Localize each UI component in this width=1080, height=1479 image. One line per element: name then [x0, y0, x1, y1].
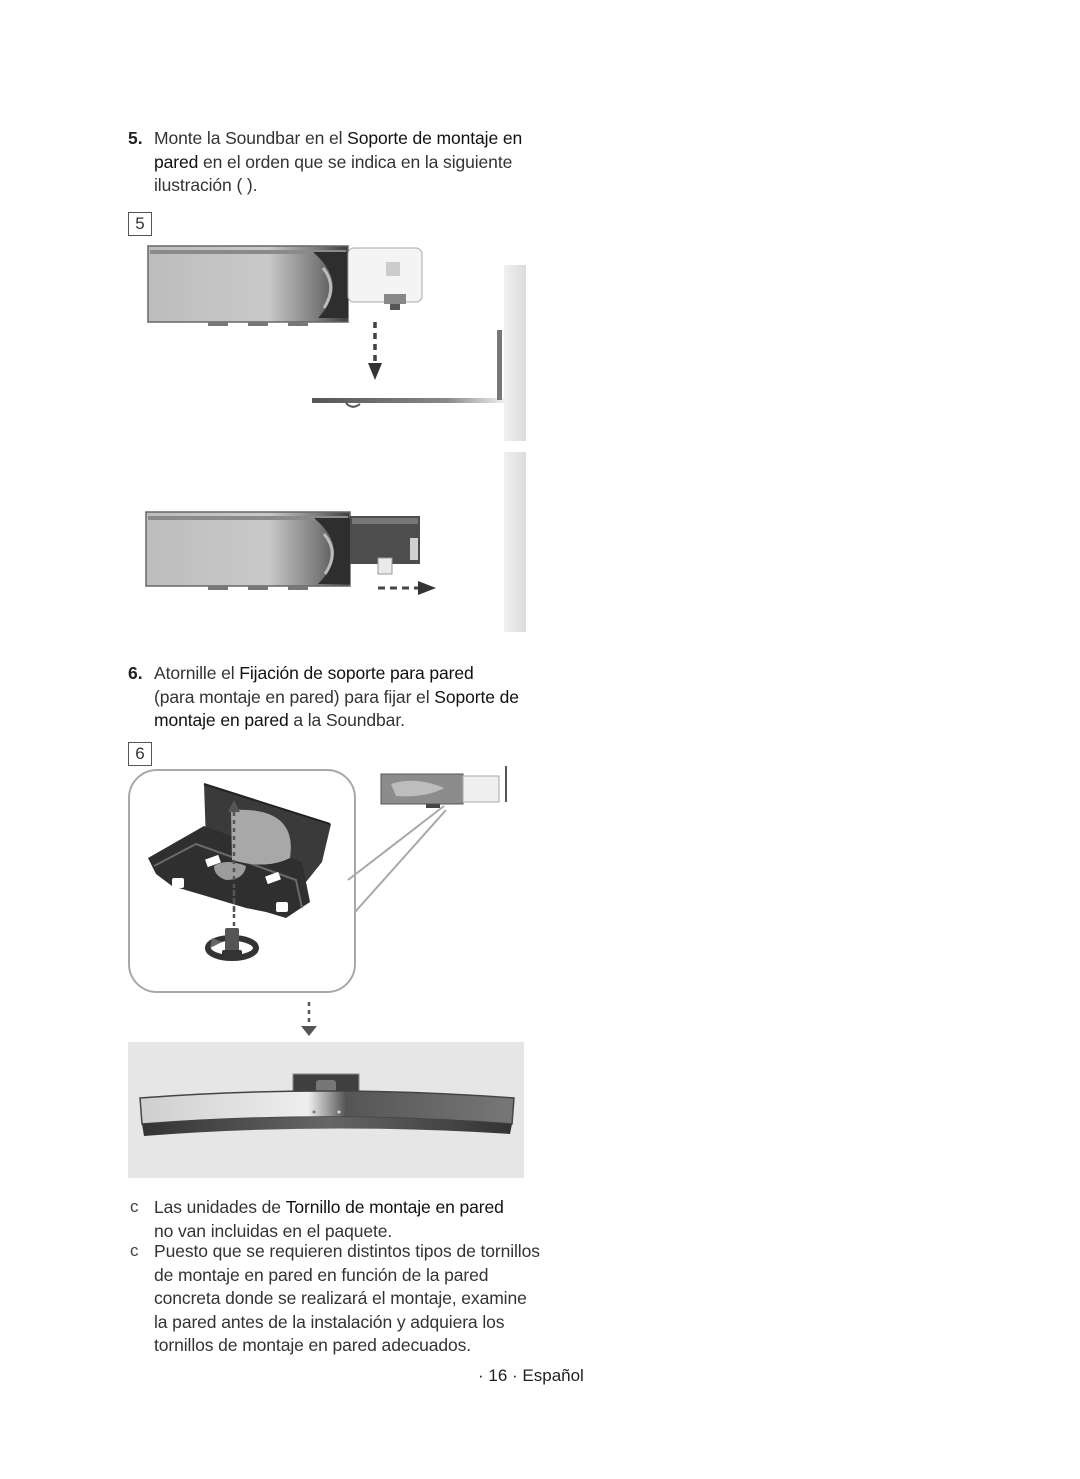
step-5-instructions: Monte la Soundbar en el Soporte de monta… [154, 128, 523, 195]
bracket-bottom [350, 516, 420, 575]
term-tornillo: Tornillo de montaje en pared [285, 1197, 504, 1217]
figure-6-badge: 6 [128, 742, 152, 766]
term-fijacion-soporte: Fijación de soporte para pared [239, 663, 474, 683]
arrow-down-head [368, 363, 382, 380]
figure-5-illustration [145, 245, 526, 632]
wall-rail [312, 398, 504, 403]
soundbar-bottom [145, 511, 351, 590]
wall-panel-top [504, 265, 526, 441]
step-6-instructions: Atornille el Fijación de soporte para pa… [154, 663, 519, 730]
zoom-leader-top [347, 805, 445, 881]
note-1: Las unidades de Tornillo de montaje en p… [154, 1197, 504, 1241]
step-6-number: 6. [128, 663, 143, 683]
zoom-leader-bottom [354, 809, 447, 913]
figure-6-illustration [128, 766, 524, 1178]
note-2: Puesto que se requieren distintos tipos … [154, 1241, 540, 1355]
note-2-mark: c [130, 1241, 139, 1260]
wall-bracket-closeup [148, 783, 331, 918]
wall-panel-bottom [504, 452, 526, 632]
note-1-mark: c [130, 1197, 139, 1216]
soundbar-small-topview [380, 766, 507, 808]
soundbar-top [147, 245, 349, 326]
figure-5-badge: 5 [128, 212, 152, 236]
arrow-up-head [228, 800, 240, 812]
bracket-top [347, 247, 423, 310]
page-footer: · 16 · Español [478, 1366, 584, 1385]
screw-icon [205, 928, 259, 961]
arrow-down-head-2 [301, 1026, 317, 1036]
wall-hook [497, 330, 502, 400]
step-5-number: 5. [128, 128, 143, 148]
arrow-right-head [418, 581, 436, 595]
term-soporte-montaje: Soporte de montaje en [347, 128, 523, 148]
curved-soundbar [139, 1073, 515, 1136]
